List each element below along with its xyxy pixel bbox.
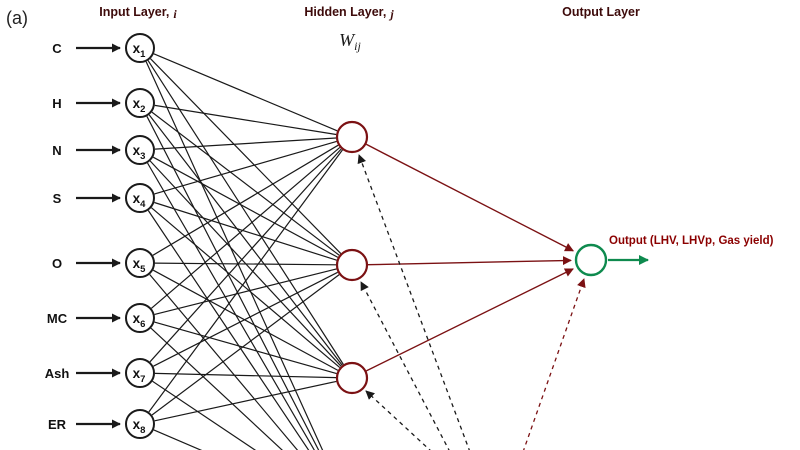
connection-line xyxy=(154,104,337,136)
connection-line xyxy=(151,146,341,309)
input-node-x2 xyxy=(125,88,155,118)
input-label-h: H xyxy=(52,96,61,111)
input-node-label-x4: x4 xyxy=(133,191,147,210)
dashed-arrow-to-hidden-1 xyxy=(357,154,470,450)
dashed-arrow-to-hidden-2 xyxy=(360,281,450,450)
dashed-arrows xyxy=(357,154,586,450)
hidden-layer-header: Hidden Layer,j xyxy=(304,5,394,21)
input-label-s: S xyxy=(53,191,62,206)
connection-line xyxy=(152,156,339,258)
connection-line xyxy=(148,114,343,366)
connections xyxy=(145,53,575,450)
input-label-mc: MC xyxy=(47,311,68,326)
input-node-label-x2: x2 xyxy=(133,96,146,115)
connection-line xyxy=(154,372,337,379)
connection-line xyxy=(150,327,283,450)
input-node-x1 xyxy=(125,33,155,63)
output-label: Output (LHV, LHVp, Gas yield) xyxy=(609,235,774,247)
input-layer-header: Input Layer,i xyxy=(99,5,177,21)
connection-line xyxy=(367,256,572,266)
hidden-node-2 xyxy=(335,248,369,282)
connection-line xyxy=(146,162,315,450)
output-layer-header: Output Layer xyxy=(562,5,640,19)
output-layer: Output (LHV, LHVp, Gas yield) xyxy=(574,235,774,277)
input-node-x7 xyxy=(125,358,155,388)
connection-line xyxy=(147,60,344,365)
connection-line xyxy=(153,271,338,367)
input-label-n: N xyxy=(52,143,61,158)
hidden-node-1 xyxy=(335,120,369,154)
input-node-x3 xyxy=(125,135,155,165)
figure-label: (a) xyxy=(6,8,28,28)
connection-line xyxy=(154,140,337,195)
connection-line xyxy=(151,111,340,256)
input-node-x5 xyxy=(125,248,155,278)
connection-line xyxy=(151,207,341,369)
input-node-label-x3: x3 xyxy=(133,143,146,162)
input-node-label-x1: x1 xyxy=(133,41,147,60)
dashed-arrow-to-output xyxy=(523,278,586,450)
connection-line xyxy=(154,380,337,422)
connection-line xyxy=(148,149,343,413)
connection-line xyxy=(365,143,575,252)
input-layer: C x1 H x2 N x3 S x4 O x5 MC x6 Ash x7 ER… xyxy=(45,33,155,439)
input-node-label-x7: x7 xyxy=(133,366,146,385)
connection-line xyxy=(149,274,299,450)
input-label-er: ER xyxy=(48,417,67,432)
connection-line xyxy=(153,429,203,450)
weight-label: Wij xyxy=(339,30,361,53)
connection-line xyxy=(150,58,342,255)
input-node-label-x8: x8 xyxy=(133,417,146,436)
connection-line xyxy=(146,116,320,450)
input-node-label-x6: x6 xyxy=(133,311,146,330)
input-label-o: O xyxy=(52,256,62,271)
connection-line xyxy=(154,268,337,315)
connection-line xyxy=(154,321,337,375)
connection-line xyxy=(154,262,337,266)
connection-line xyxy=(154,137,337,150)
connection-line xyxy=(153,53,338,132)
input-node-x4 xyxy=(125,183,155,213)
connection-line xyxy=(365,268,574,372)
input-label-ash: Ash xyxy=(45,366,70,381)
input-node-x8 xyxy=(125,409,155,439)
headers: (a) Input Layer,i Hidden Layer,j Wij Out… xyxy=(6,5,640,53)
dashed-arrow-to-hidden-3 xyxy=(365,390,431,450)
connection-line xyxy=(147,210,310,450)
connection-line xyxy=(152,144,339,256)
connection-line xyxy=(152,269,339,371)
input-node-label-x5: x5 xyxy=(133,256,147,275)
connection-line xyxy=(151,274,340,416)
hidden-layer xyxy=(335,120,369,395)
connection-line xyxy=(154,201,337,261)
hidden-node-3 xyxy=(335,361,369,395)
connection-line xyxy=(145,61,324,450)
output-node xyxy=(574,243,608,277)
input-label-c: C xyxy=(52,41,62,56)
connection-line xyxy=(152,380,257,450)
input-node-x6 xyxy=(125,303,155,333)
connection-line xyxy=(149,148,342,363)
